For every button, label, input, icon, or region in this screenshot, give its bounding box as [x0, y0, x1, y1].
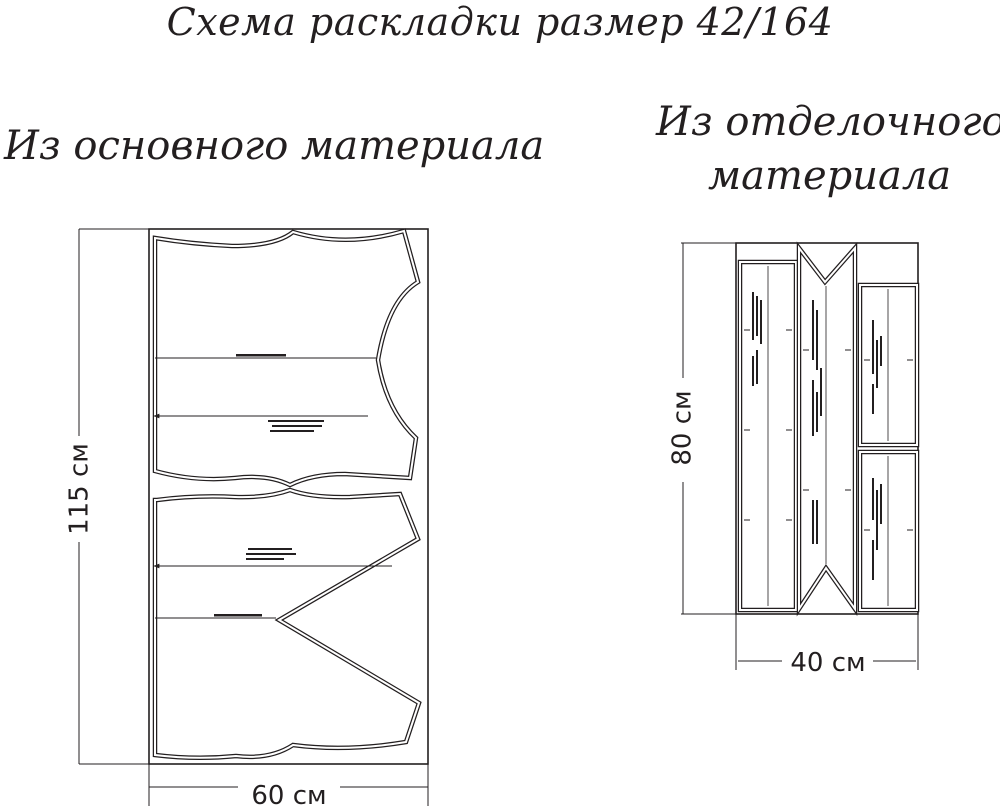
- main-width-dimension: [148, 764, 429, 806]
- main-upper-pattern-piece: [152, 228, 421, 488]
- trim-strip-center: [796, 241, 858, 617]
- main-height-dimension: [78, 228, 149, 765]
- trim-material-heading-line2: материала: [708, 153, 952, 199]
- main-width-label: 60 см: [251, 781, 326, 806]
- main-lower-pattern-piece: [152, 487, 422, 761]
- trim-width-dimension: [735, 614, 919, 670]
- trim-height-label: 80 см: [668, 390, 698, 465]
- diagram-title: Схема раскладки размер 42/164: [166, 0, 834, 44]
- trim-piece-right-lower: [857, 449, 920, 613]
- trim-notch-marks: [744, 329, 913, 531]
- trim-piece-right-upper: [857, 282, 920, 448]
- trim-piece-markings: [752, 292, 882, 580]
- trim-material-heading-line1: Из отделочного: [656, 99, 1000, 145]
- trim-material-layout: [681, 241, 920, 670]
- main-height-label: 115 см: [65, 443, 95, 535]
- trim-strip-left: [737, 259, 799, 613]
- trim-height-dimension: [681, 242, 736, 615]
- trim-width-label: 40 см: [790, 648, 865, 678]
- main-fabric-outline: [148, 228, 429, 765]
- main-piece-markings: [214, 354, 324, 617]
- main-material-layout: [78, 228, 429, 806]
- main-material-heading: Из основного материала: [4, 123, 545, 169]
- trim-fabric-outline: [735, 242, 919, 615]
